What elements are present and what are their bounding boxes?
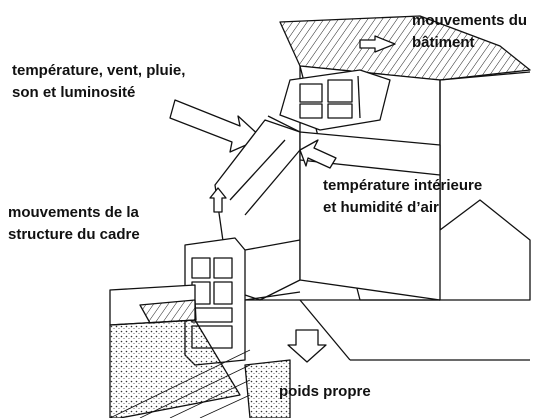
arrow-frame-movements [209,187,227,213]
label-line: structure du cadre [8,226,140,243]
frame-head [267,69,391,133]
label-building-movements: mouvements du bâtiment [412,10,527,54]
label-weather: température, vent, pluie, son et luminos… [12,60,185,104]
label-frame-movements: mouvements de la structure du cadre [8,202,140,246]
label-line: mouvements du [412,12,528,29]
sill-block [109,284,530,418]
label-self-weight: poids propre [279,381,371,403]
label-line: température intérieure [323,177,483,194]
arrow-self-weight [287,329,327,363]
label-line: bâtiment [412,34,475,51]
label-line: température, vent, pluie, [12,62,186,79]
label-line: et humidité d’air [323,199,439,216]
label-interior-conditions: température intérieure et humidité d’air [323,175,482,219]
arrow-building-movements [359,35,396,53]
label-line: mouvements de la [8,204,139,221]
label-line: poids propre [279,383,371,400]
arrow-interior [299,139,337,169]
label-line: son et luminosité [12,84,136,101]
